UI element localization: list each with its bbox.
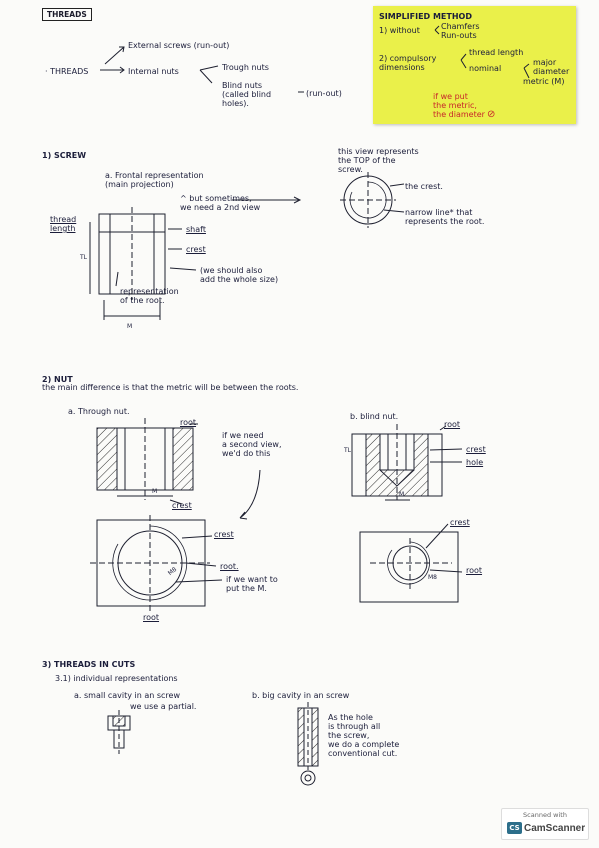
arrow-internal xyxy=(100,66,125,74)
big-cavity-label: b. big cavity in an screw xyxy=(252,691,350,700)
threads-root-label: · THREADS xyxy=(45,67,89,76)
sticky-heading: SIMPLIFIED METHOD xyxy=(379,12,472,21)
root-label-a3: root xyxy=(143,613,160,622)
hole-label-b: hole xyxy=(466,458,484,467)
section-1-heading: 1) SCREW xyxy=(42,151,87,160)
through-nut-label: a. Through nut. xyxy=(68,407,130,416)
external-screws-label: External screws (run-out) xyxy=(128,41,230,50)
camscanner-brand: CamScanner xyxy=(524,823,586,834)
page-title: THREADS xyxy=(42,8,92,21)
blind-nuts-label: Blind nuts (called blind holes). xyxy=(222,81,272,108)
crest-label-b2: crest xyxy=(450,518,470,527)
top-view-note: this view represents the TOP of the scre… xyxy=(338,147,419,174)
run-out-label: (run-out) xyxy=(306,89,342,98)
tl-label: TL xyxy=(80,254,88,261)
sticky-note-metric: if we put the metric, the diameter xyxy=(433,92,485,119)
frontal-representation-label: a. Frontal representation (main projecti… xyxy=(105,171,204,189)
partial-note: we use a partial. xyxy=(130,702,197,711)
small-cavity-label: a. small cavity in an screw xyxy=(74,691,181,700)
crest-label-a2: crest xyxy=(214,530,234,539)
second-view-nut-note: if we need a second view, we'd do this xyxy=(222,431,282,458)
sticky-compulsory: 2) compulsory dimensions xyxy=(379,54,437,72)
second-view-note: ^ but sometimes, we need a 2nd view xyxy=(180,194,261,212)
blind-nut-label: b. blind nut. xyxy=(350,412,399,421)
root-label-b: root xyxy=(444,420,461,429)
sticky-without: 1) without xyxy=(379,26,420,35)
trough-nuts-label: Trough nuts xyxy=(222,63,269,72)
sticky-thread-length: thread length xyxy=(469,48,524,57)
m-label-a: M xyxy=(152,488,158,495)
root-label-a: root xyxy=(180,418,197,427)
through-nut-top xyxy=(96,519,206,607)
internal-nuts-label: Internal nuts xyxy=(128,67,179,76)
narrow-line-note: narrow line* that represents the root. xyxy=(405,208,485,226)
sticky-major-diameter: major diameter xyxy=(533,58,570,76)
root-representation-note: representation of the root. xyxy=(120,287,179,305)
arrow-external xyxy=(104,46,125,65)
sticky-chamfers: Chamfers Run-outs xyxy=(441,22,480,40)
sticky-note: SIMPLIFIED METHOD 1) without Chamfers Ru… xyxy=(373,6,576,124)
sticky-nominal: nominal xyxy=(469,64,502,73)
root-label-a2: root. xyxy=(220,562,239,571)
tl-label-b: TL xyxy=(344,447,352,454)
crest-label: crest xyxy=(186,245,206,254)
nut-difference-note: the main difference is that the metric w… xyxy=(42,383,299,392)
m-label: M xyxy=(127,323,133,330)
root-label-b2: root xyxy=(466,566,483,575)
arrow-nut-branch xyxy=(199,65,219,84)
scanned-with-text: Scanned with xyxy=(523,811,567,819)
whole-size-note: (we should also add the whole size) xyxy=(200,266,279,284)
complete-cut-note: As the hole is through all the screw, we… xyxy=(328,713,400,758)
put-m-note: if we want to put the M. xyxy=(226,575,278,593)
diameter-symbol-icon: ⊘ xyxy=(487,109,496,120)
sticky-metric: metric (M) xyxy=(523,77,565,86)
camscanner-logo-icon: CS xyxy=(507,822,522,834)
thread-length-label: thread length xyxy=(50,215,77,233)
m8-label-b: M8 xyxy=(428,574,437,581)
crest-note: the crest. xyxy=(405,182,443,191)
shaft-label: shaft xyxy=(186,225,206,234)
individual-representations-label: 3.1) individual representations xyxy=(55,674,178,683)
crest-label-b: crest xyxy=(466,445,486,454)
crest-label-a: crest xyxy=(172,501,192,510)
section-2-heading: 2) NUT xyxy=(42,375,73,384)
section-3-heading: 3) THREADS IN CUTS xyxy=(42,660,136,669)
blind-nut-top xyxy=(359,531,459,603)
camscanner-badge: Scanned with CS CamScanner xyxy=(501,808,589,840)
